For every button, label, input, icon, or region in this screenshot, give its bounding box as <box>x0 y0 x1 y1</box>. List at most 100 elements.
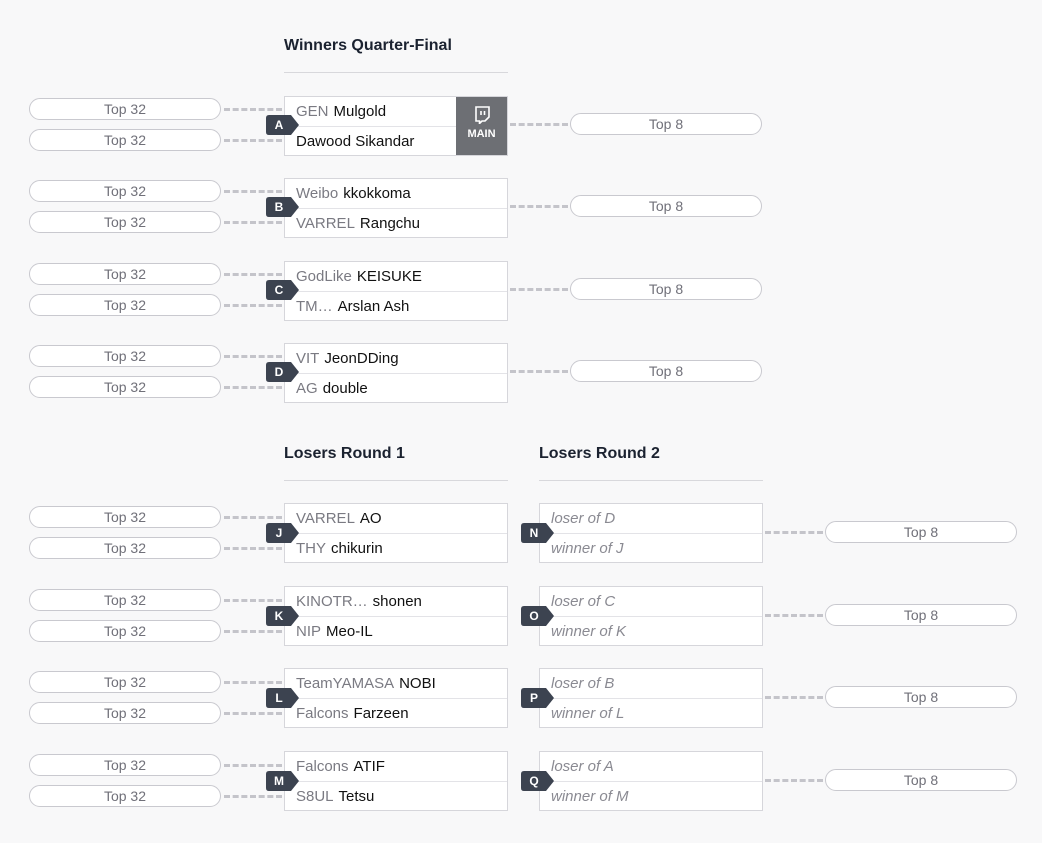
match-badge-k[interactable]: K <box>266 606 300 626</box>
team-tag: VIT <box>296 350 320 367</box>
match-id-label: C <box>274 283 284 297</box>
player-name: shonen <box>372 593 422 610</box>
placeholder-text: loser of A <box>551 758 614 775</box>
team-tag: NIP <box>296 623 322 640</box>
match-badge-l[interactable]: L <box>266 688 300 708</box>
top32-slot[interactable]: Top 32 <box>29 376 221 398</box>
placeholder-row[interactable]: loser of D <box>540 504 762 534</box>
team-tag: AG <box>296 380 318 397</box>
player-row[interactable]: KINOTR…shonen <box>285 587 507 617</box>
match-id-label: J <box>275 526 283 540</box>
team-tag: GEN <box>296 103 329 120</box>
match-badge-c[interactable]: C <box>266 280 300 300</box>
top32-slot[interactable]: Top 32 <box>29 754 221 776</box>
winners-quarter-final-title: Winners Quarter-Final <box>284 37 508 73</box>
stream-button[interactable]: MAIN <box>456 97 507 155</box>
placeholder-text: winner of K <box>551 623 627 640</box>
player-name: AO <box>359 510 382 527</box>
connector-line <box>224 221 282 224</box>
player-row[interactable]: TM…Arslan Ash <box>285 292 507 321</box>
placeholder-text: winner of M <box>551 788 629 805</box>
placeholder-row[interactable]: winner of J <box>540 534 762 563</box>
placeholder-row[interactable]: winner of M <box>540 782 762 811</box>
match-badge-p[interactable]: P <box>521 688 555 708</box>
top32-slot[interactable]: Top 32 <box>29 785 221 807</box>
match-badge-d[interactable]: D <box>266 362 300 382</box>
match-q[interactable]: loser of A winner of M <box>539 751 763 811</box>
top32-slot[interactable]: Top 32 <box>29 294 221 316</box>
top8-slot[interactable]: Top 8 <box>825 769 1017 791</box>
top8-slot[interactable]: Top 8 <box>825 604 1017 626</box>
placeholder-row[interactable]: winner of K <box>540 617 762 646</box>
top32-slot[interactable]: Top 32 <box>29 211 221 233</box>
placeholder-row[interactable]: loser of B <box>540 669 762 699</box>
top8-slot[interactable]: Top 8 <box>570 278 762 300</box>
losers-round-1-title: Losers Round 1 <box>284 445 508 481</box>
match-badge-q[interactable]: Q <box>521 771 555 791</box>
top8-slot[interactable]: Top 8 <box>825 686 1017 708</box>
team-tag: TeamYAMASA <box>296 675 395 692</box>
match-badge-a[interactable]: A <box>266 115 300 135</box>
top32-slot[interactable]: Top 32 <box>29 129 221 151</box>
top32-slot[interactable]: Top 32 <box>29 98 221 120</box>
team-tag: GodLike <box>296 268 352 285</box>
top8-slot[interactable]: Top 8 <box>570 113 762 135</box>
connector-line <box>224 516 282 519</box>
placeholder-text: loser of D <box>551 510 616 527</box>
match-badge-b[interactable]: B <box>266 197 300 217</box>
player-name: Arslan Ash <box>337 298 410 315</box>
top8-slot[interactable]: Top 8 <box>570 195 762 217</box>
player-name: KEISUKE <box>356 268 422 285</box>
team-tag: VARREL <box>296 215 355 232</box>
placeholder-row[interactable]: loser of C <box>540 587 762 617</box>
match-badge-o[interactable]: O <box>521 606 555 626</box>
top32-slot[interactable]: Top 32 <box>29 589 221 611</box>
top8-slot[interactable]: Top 8 <box>570 360 762 382</box>
top32-slot[interactable]: Top 32 <box>29 345 221 367</box>
top32-slot[interactable]: Top 32 <box>29 263 221 285</box>
match-badge-m[interactable]: M <box>266 771 300 791</box>
match-badge-j[interactable]: J <box>266 523 300 543</box>
player-row[interactable]: Dawood Sikandar <box>285 127 457 156</box>
connector-line <box>510 370 568 373</box>
connector-line <box>224 190 282 193</box>
match-o[interactable]: loser of C winner of K <box>539 586 763 646</box>
placeholder-row[interactable]: winner of L <box>540 699 762 728</box>
match-n[interactable]: loser of D winner of J <box>539 503 763 563</box>
top32-slot[interactable]: Top 32 <box>29 537 221 559</box>
placeholder-row[interactable]: loser of A <box>540 752 762 782</box>
connector-line <box>510 123 568 126</box>
top32-slot[interactable]: Top 32 <box>29 671 221 693</box>
top32-slot[interactable]: Top 32 <box>29 506 221 528</box>
top32-slot[interactable]: Top 32 <box>29 620 221 642</box>
player-name: NOBI <box>399 675 436 692</box>
twitch-icon <box>474 106 490 124</box>
top8-slot[interactable]: Top 8 <box>825 521 1017 543</box>
connector-line <box>765 696 823 699</box>
top32-slot[interactable]: Top 32 <box>29 180 221 202</box>
top32-slot[interactable]: Top 32 <box>29 702 221 724</box>
match-badge-n[interactable]: N <box>521 523 555 543</box>
